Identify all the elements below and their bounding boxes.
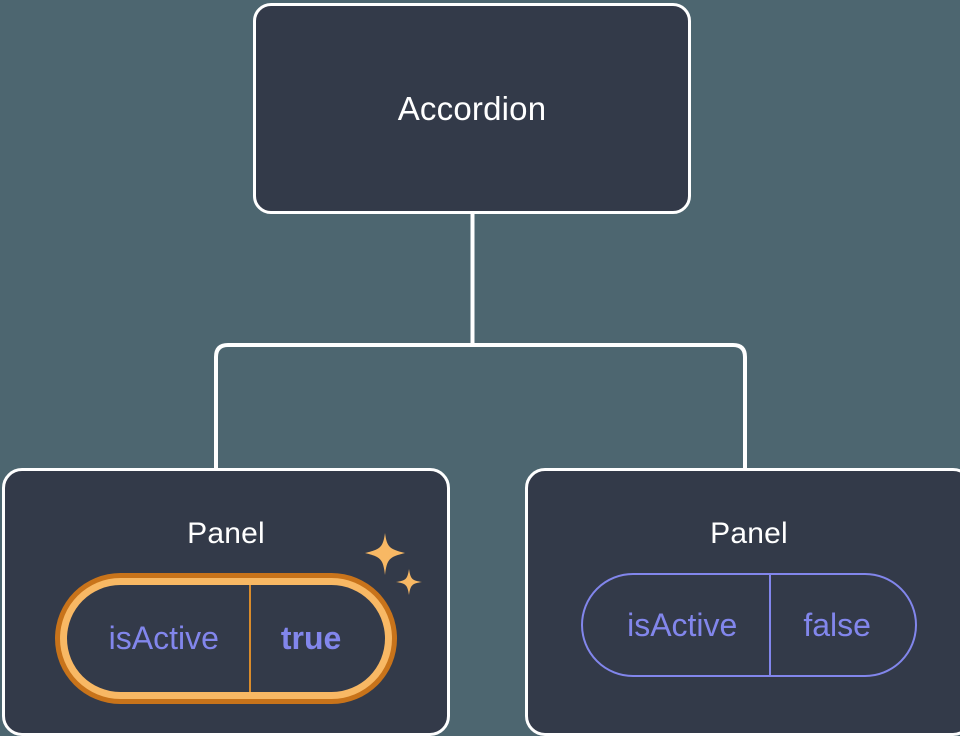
node-panel-inactive[interactable]: Panel isActive false bbox=[525, 468, 960, 736]
connector-branch-bus bbox=[214, 343, 747, 468]
sparkle-large-icon bbox=[365, 533, 406, 575]
prop-pill-is-active-true[interactable]: isActive true bbox=[66, 585, 386, 692]
prop-key: isActive bbox=[108, 620, 219, 656]
prop-pill-outer-ring: isActive true bbox=[54, 573, 398, 704]
sparkle-small-icon bbox=[396, 569, 423, 595]
node-title: Panel bbox=[710, 517, 788, 550]
prop-value: true bbox=[248, 585, 385, 692]
node-title: Panel bbox=[187, 517, 265, 550]
node-accordion[interactable]: Accordion bbox=[253, 3, 691, 214]
prop-pill-inner-ring: isActive true bbox=[59, 578, 393, 699]
prop-key: isActive bbox=[627, 606, 738, 643]
prop-pill-highlighted-wrap: isActive true bbox=[54, 533, 423, 704]
node-panel-active[interactable]: Panel isActive true bbox=[2, 468, 450, 736]
prop-value: false bbox=[769, 575, 915, 675]
sparkle-group bbox=[365, 533, 423, 595]
node-title: Accordion bbox=[397, 89, 547, 127]
prop-pill-wrap: isActive false bbox=[581, 573, 917, 677]
prop-pill-is-active-false[interactable]: isActive false bbox=[581, 573, 917, 677]
